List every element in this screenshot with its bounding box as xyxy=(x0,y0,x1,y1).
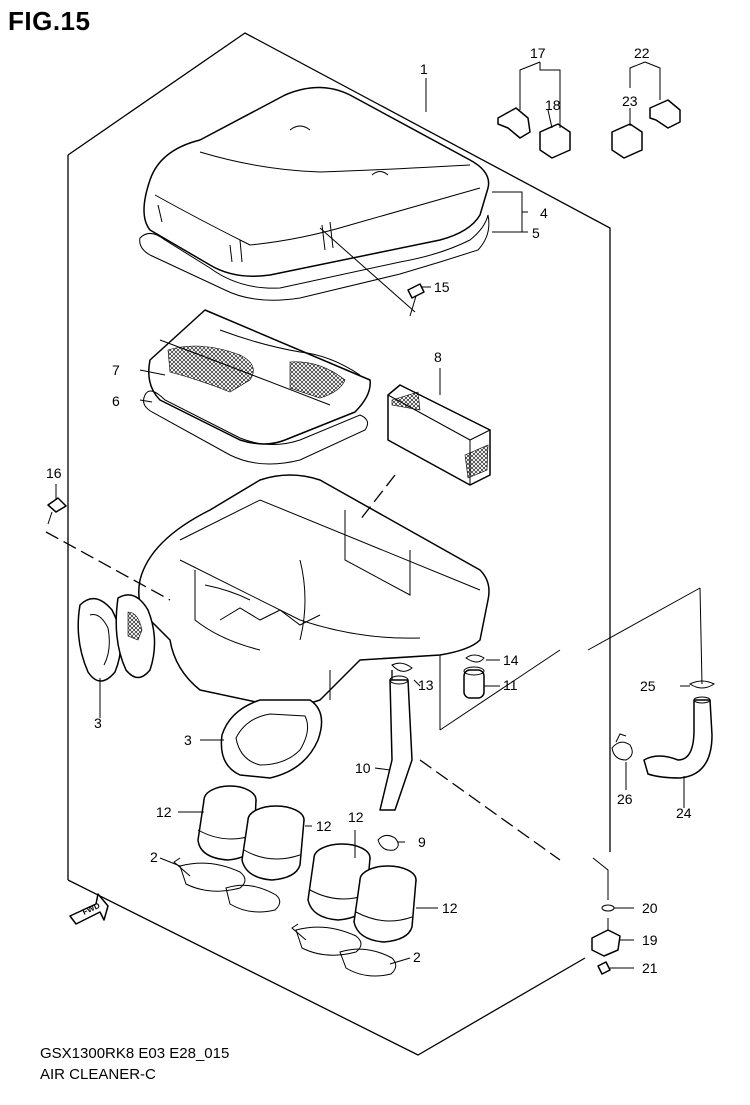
callout-25: 25 xyxy=(640,678,656,694)
callout-16: 16 xyxy=(46,465,62,481)
callout-12c: 12 xyxy=(348,809,364,825)
pcv-hose-24 xyxy=(643,696,713,779)
callout-4: 4 xyxy=(540,205,548,221)
callout-6: 6 xyxy=(112,393,120,409)
fwd-arrow-icon: FWD xyxy=(69,893,109,925)
callout-5: 5 xyxy=(532,225,540,241)
callout-2a: 2 xyxy=(150,849,158,865)
callout-3a: 3 xyxy=(94,715,102,731)
callout-3b: 3 xyxy=(184,732,192,748)
sensor-19 xyxy=(591,918,621,957)
bracket-22 xyxy=(649,99,681,129)
air-cleaner-cap xyxy=(143,86,490,277)
clamp-set-upper xyxy=(173,857,281,913)
callout-12a: 12 xyxy=(156,804,172,820)
callout-11: 11 xyxy=(503,677,518,693)
callout-7: 7 xyxy=(112,362,120,378)
model-code: GSX1300RK8 E03 E28_015 xyxy=(40,1045,230,1062)
bracket-17 xyxy=(497,107,531,139)
callout-12b: 12 xyxy=(316,818,332,834)
callout-17: 17 xyxy=(530,45,546,61)
drain-hose-10 xyxy=(379,670,413,811)
assembly-name: AIR CLEANER-C xyxy=(40,1066,156,1083)
rubber-23 xyxy=(611,123,643,159)
clamp-26 xyxy=(611,733,633,761)
callout-10: 10 xyxy=(355,760,371,776)
callout-14: 14 xyxy=(503,652,519,668)
washer-20 xyxy=(601,904,615,912)
air-cleaner-lower-case xyxy=(138,474,561,731)
clip-25 xyxy=(689,680,715,689)
callout-19: 19 xyxy=(642,932,658,948)
clip-14 xyxy=(465,654,485,663)
callout-9: 9 xyxy=(418,834,426,850)
callout-23: 23 xyxy=(622,93,638,109)
callout-18: 18 xyxy=(545,97,561,113)
callout-26: 26 xyxy=(617,791,633,807)
callout-12d: 12 xyxy=(442,900,458,916)
element-retainer xyxy=(148,309,371,445)
screw-15 xyxy=(319,227,425,317)
throttle-boot-2 xyxy=(241,805,305,881)
callout-1: 1 xyxy=(420,61,428,77)
callout-2b: 2 xyxy=(413,949,421,965)
cap-seal xyxy=(139,214,490,301)
assembly-frame xyxy=(67,32,611,1056)
rubber-18 xyxy=(539,123,571,159)
callout-13: 13 xyxy=(418,677,434,693)
screw-21 xyxy=(597,961,611,975)
clamp-9 xyxy=(377,834,399,851)
drain-plug-11 xyxy=(463,666,485,699)
clip-13 xyxy=(391,662,413,672)
intake-seal-lower xyxy=(220,699,323,779)
callout-20: 20 xyxy=(642,900,658,916)
callout-labels: 1 2 2 3 3 4 5 6 7 8 9 10 11 12 12 12 12 … xyxy=(46,45,692,976)
callout-8: 8 xyxy=(434,349,442,365)
bolt-16 xyxy=(47,497,67,525)
foam-filter-8 xyxy=(387,384,491,486)
callout-21: 21 xyxy=(642,960,658,976)
throttle-boot-3 xyxy=(307,843,371,921)
callout-24: 24 xyxy=(676,805,692,821)
intake-seal-left xyxy=(77,594,156,682)
leader-lines xyxy=(45,61,703,969)
figure-title: FIG.15 xyxy=(8,6,91,36)
throttle-boot-4 xyxy=(353,865,417,943)
clamp-set-lower xyxy=(291,923,397,977)
callout-22: 22 xyxy=(634,45,650,61)
callout-15: 15 xyxy=(434,279,450,295)
air-filter-element xyxy=(143,390,369,465)
